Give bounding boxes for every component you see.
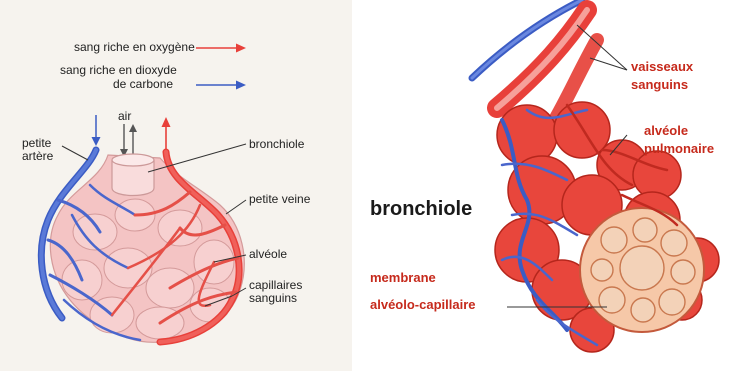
label-alveole-pulmonaire-line2: pulmonaire <box>644 141 714 157</box>
label-alveole-pulmonaire-line1: alvéole <box>644 123 688 139</box>
label-petite-artere-line2: artère <box>22 150 53 163</box>
label-bronchiole-right: bronchiole <box>370 198 472 221</box>
label-air: air <box>118 110 131 123</box>
legend-co2-text-line2: de carbone <box>113 78 173 91</box>
alveoli-schematic <box>0 0 352 371</box>
bronchiole-tube <box>112 154 154 196</box>
label-alveole-left: alvéole <box>249 248 287 261</box>
label-vaisseaux-line1: vaisseaux <box>631 59 693 75</box>
label-petite-veine: petite veine <box>249 193 310 206</box>
label-membrane-line1: membrane <box>370 270 436 286</box>
label-membrane-line2: alvéolo-capillaire <box>370 297 476 313</box>
air-out-arrow <box>129 124 137 157</box>
label-capillaires-line2: sanguins <box>249 292 297 305</box>
artery-inflow-arrow <box>92 115 101 146</box>
label-bronchiole-left: bronchiole <box>249 138 304 151</box>
air-in-arrow <box>120 124 128 157</box>
label-vaisseaux-line2: sanguins <box>631 77 688 93</box>
cut-alveolus <box>580 208 704 332</box>
alveoli-illustration <box>352 0 733 371</box>
vein-outflow-arrow <box>162 117 171 150</box>
co2-legend-arrow <box>196 81 246 90</box>
left-diagram-panel: sang riche en oxygène sang riche en diox… <box>0 0 352 371</box>
legend-co2-text-line1: sang riche en dioxyde <box>60 64 177 77</box>
oxygen-legend-arrow <box>196 44 246 53</box>
right-diagram-panel: vaisseaux sanguins alvéole pulmonaire br… <box>352 0 733 371</box>
legend-oxygen-text: sang riche en oxygène <box>74 41 195 54</box>
